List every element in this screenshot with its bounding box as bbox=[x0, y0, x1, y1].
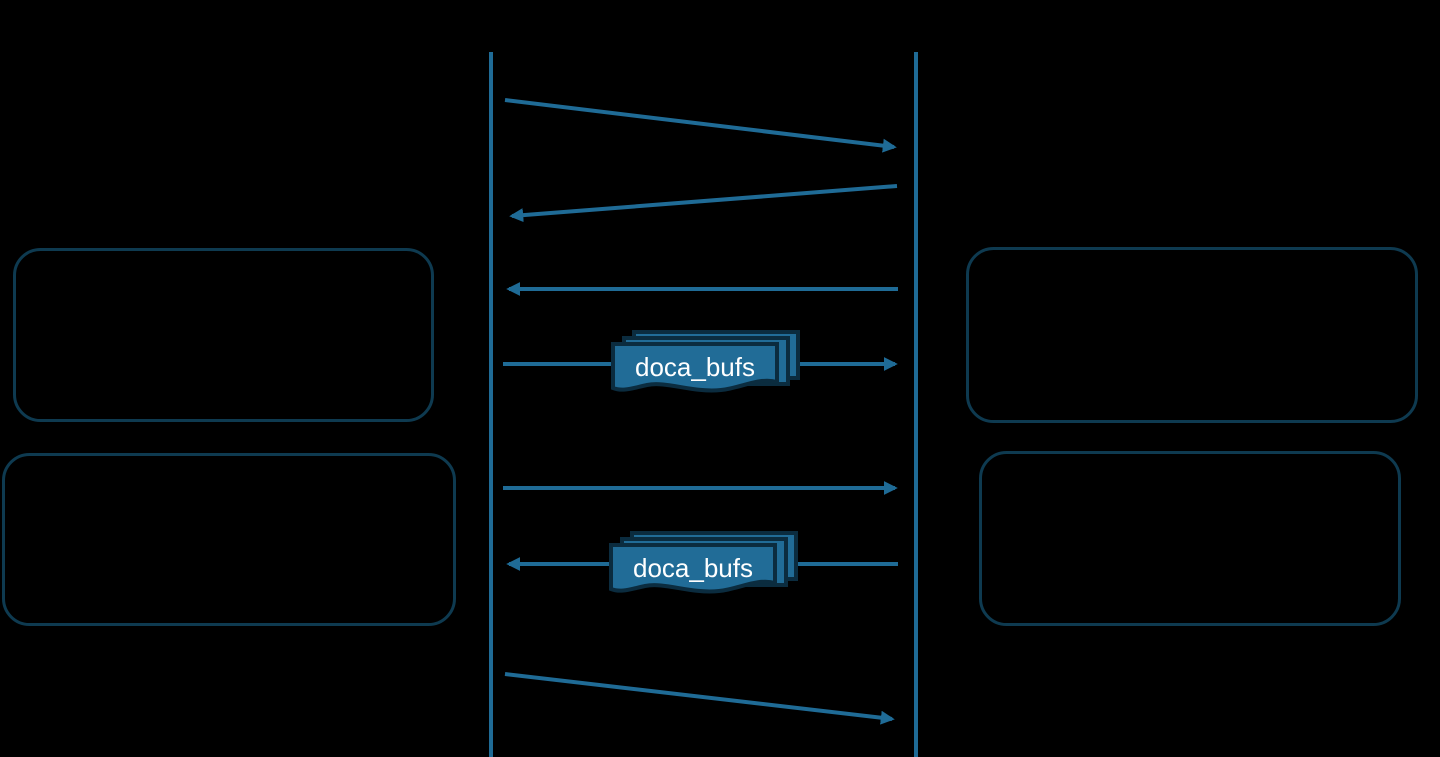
stack-card-front bbox=[609, 543, 777, 594]
doca-bufs-stack-2: doca_bufs bbox=[609, 531, 798, 594]
stack-card-front bbox=[611, 342, 779, 393]
arrow-7-diagonal-right bbox=[504, 672, 895, 725]
arrow-2-diagonal-left bbox=[509, 184, 898, 223]
doca-bufs-label: doca_bufs bbox=[633, 553, 753, 583]
right-top-box bbox=[966, 247, 1418, 423]
left-top-box bbox=[13, 248, 434, 422]
doca-bufs-label: doca_bufs bbox=[635, 352, 755, 382]
arrow-1-diagonal-right bbox=[504, 98, 897, 153]
left-bottom-box bbox=[2, 453, 456, 626]
doca-bufs-stack-1: doca_bufs bbox=[611, 330, 800, 393]
right-bottom-box bbox=[979, 451, 1401, 626]
